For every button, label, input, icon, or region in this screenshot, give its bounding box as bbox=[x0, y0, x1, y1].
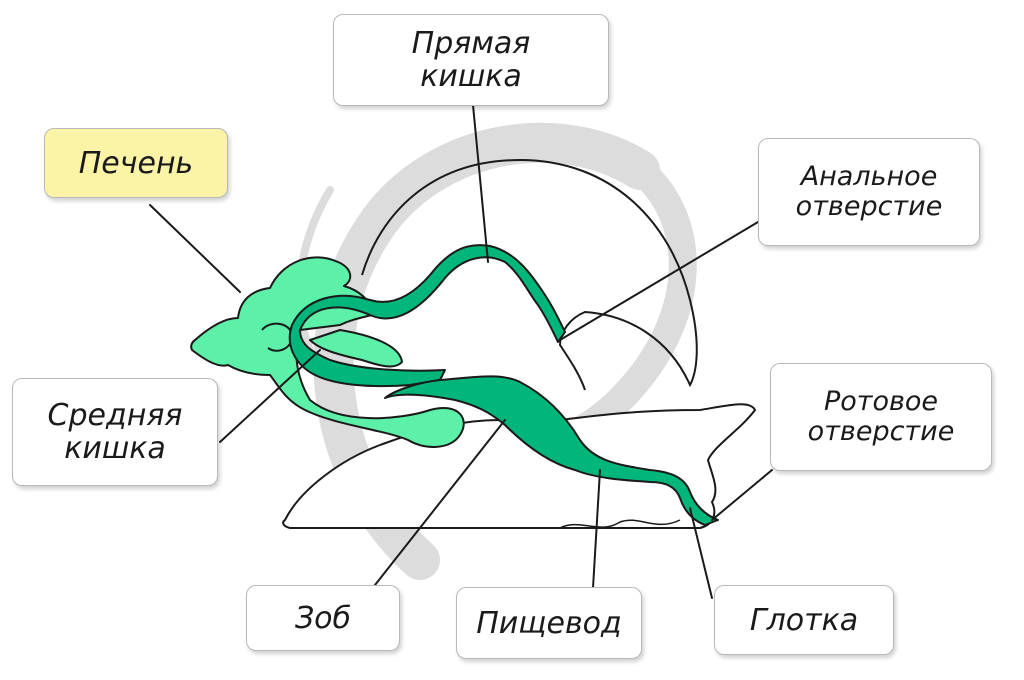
pointer-mouth bbox=[711, 469, 773, 521]
pointer-esophagus bbox=[592, 469, 601, 589]
label-mouth: Ротовое отверстие bbox=[770, 363, 992, 471]
label-crop: Зоб bbox=[246, 585, 400, 651]
pointer-lines bbox=[149, 104, 773, 599]
pointer-pharynx bbox=[689, 507, 713, 599]
label-liver: Печень bbox=[44, 128, 228, 198]
label-midgut: Средняя кишка bbox=[12, 378, 218, 486]
label-pharynx: Глотка bbox=[714, 585, 894, 655]
label-esophagus: Пищевод bbox=[456, 587, 642, 659]
pointer-crop bbox=[374, 419, 506, 586]
pointer-midgut bbox=[219, 349, 321, 443]
liver-shape bbox=[190, 256, 465, 448]
label-anus: Анальное отверстие bbox=[758, 138, 980, 246]
intestine-tube bbox=[288, 244, 566, 388]
pointer-liver bbox=[149, 204, 241, 293]
body-lower-wave bbox=[559, 519, 681, 529]
label-rectum: Прямая кишка bbox=[333, 14, 609, 106]
pointer-rectum bbox=[472, 104, 489, 263]
crop-esophagus-pharynx bbox=[384, 375, 719, 526]
pointer-anus bbox=[559, 221, 759, 341]
